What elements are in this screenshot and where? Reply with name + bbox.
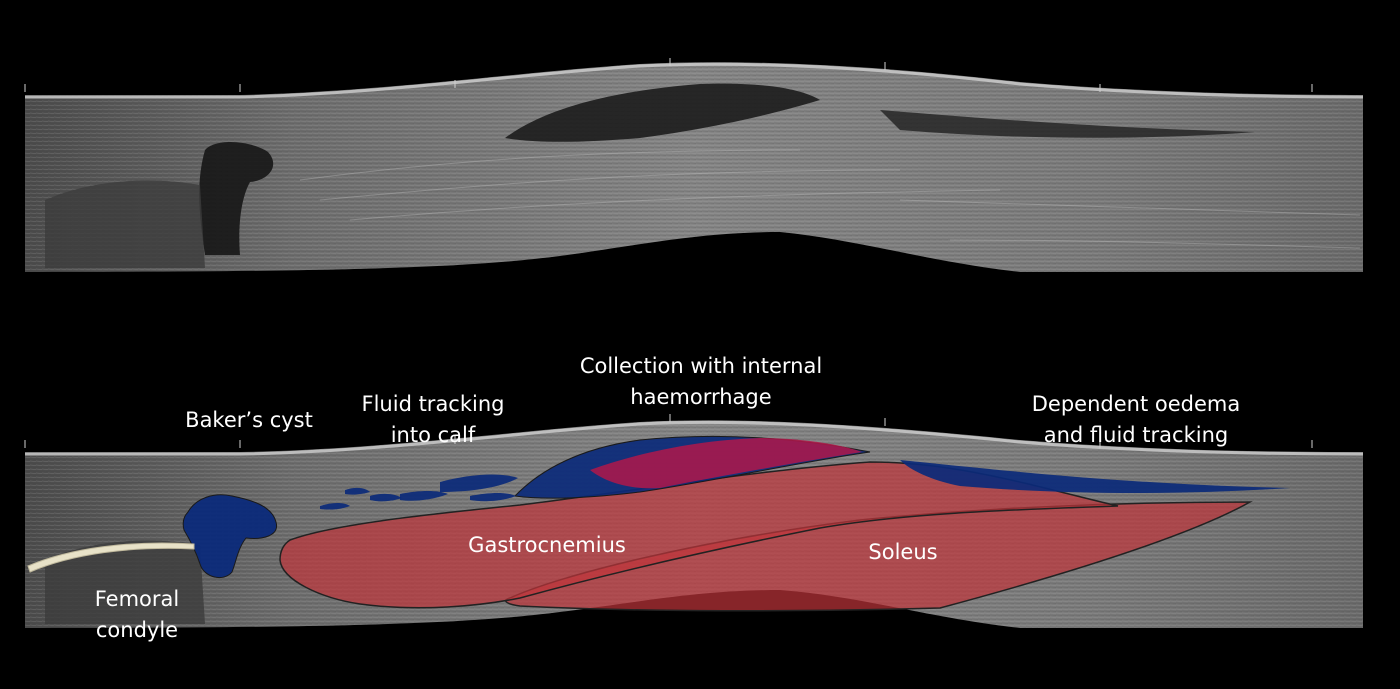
bottom-panel-skin-line (25, 420, 1364, 456)
bottom-ultrasound-panel (24, 414, 1364, 628)
bakers-cyst-overlay (182, 494, 278, 579)
bottom-panel-condyle-shadow (45, 540, 205, 624)
dependent-oedema-overlay (900, 460, 1290, 493)
fluid-tracking-overlay (320, 474, 518, 510)
label-bakers-cyst-text: Baker’s cyst (185, 408, 313, 432)
label-gastrocnemius-text: Gastrocnemius (468, 533, 626, 557)
bottom-panel-ticks (24, 414, 1313, 448)
top-panel-texture (25, 62, 1363, 272)
label-fluid-tracking-line-1: Fluid tracking (361, 392, 505, 416)
label-collection-line-1: Collection with internal (579, 354, 823, 378)
label-soleus-text: Soleus (868, 540, 938, 564)
top-panel-collection-dark (505, 83, 820, 142)
label-dependent-oedema-line-1: Dependent oedema (1031, 392, 1241, 416)
label-bakers-cyst: Baker’s cyst (185, 405, 313, 436)
top-panel-fluid-right (880, 110, 1255, 138)
label-collection-line-2: haemorrhage (630, 385, 772, 409)
top-panel-fibres (299, 149, 1361, 249)
top-panel-condyle-shadow (45, 180, 205, 268)
top-panel-skin-line (25, 62, 1364, 99)
top-panel-bakers-cyst (199, 141, 274, 255)
label-dependent-oedema-line-2: and fluid tracking (1043, 423, 1229, 447)
top-ultrasound-panel (24, 58, 1364, 272)
label-fluid-tracking-line-2: into calf (390, 423, 476, 447)
label-gastrocnemius: Gastrocnemius (468, 530, 626, 561)
label-femoral-condyle-line-1: Femoral (94, 587, 180, 611)
label-collection: Collection with internal haemorrhage (580, 351, 822, 413)
label-femoral-condyle-line-2: condyle (95, 618, 179, 642)
haemorrhage-overlay (590, 438, 862, 489)
label-dependent-oedema: Dependent oedema and fluid tracking (1032, 389, 1240, 451)
femoral-condyle-overlay (27, 542, 195, 573)
label-fluid-tracking: Fluid tracking into calf (362, 389, 505, 451)
label-femoral-condyle: Femoral condyle (95, 584, 180, 646)
label-soleus: Soleus (868, 537, 937, 568)
top-panel-ticks (24, 58, 1313, 92)
